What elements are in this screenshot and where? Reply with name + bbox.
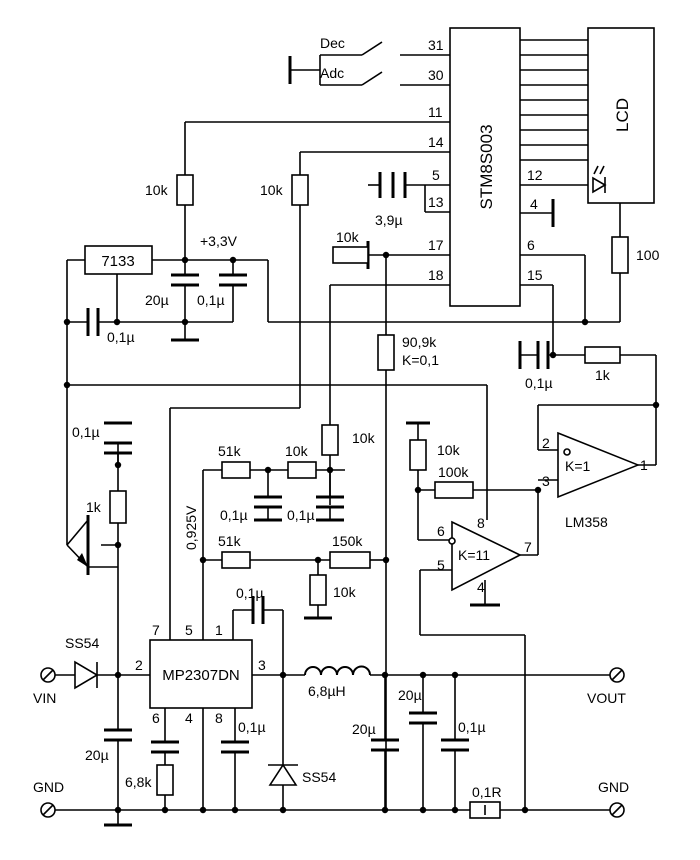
svg-text:20µ: 20µ: [352, 721, 376, 737]
svg-text:0,1µ: 0,1µ: [238, 719, 266, 735]
converter-name: MP2307DN: [162, 667, 240, 684]
svg-text:8: 8: [215, 710, 223, 726]
svg-text:SS54: SS54: [65, 635, 99, 651]
svg-text:0,1µ: 0,1µ: [287, 507, 315, 523]
lcd: LCD: [587, 27, 655, 204]
svg-text:2: 2: [542, 435, 550, 451]
svg-text:6: 6: [437, 523, 445, 539]
svg-text:20µ: 20µ: [398, 687, 422, 703]
svg-text:5: 5: [432, 167, 440, 183]
svg-text:90,9k: 90,9k: [402, 334, 437, 350]
svg-text:5: 5: [185, 622, 193, 638]
svg-text:GND: GND: [33, 779, 64, 795]
svg-text:1: 1: [640, 457, 648, 473]
svg-text:SS54: SS54: [302, 769, 336, 785]
svg-text:3: 3: [258, 657, 266, 673]
opamp-u1-gain: K=1: [565, 458, 591, 474]
opamp-u2-gain: K=11: [458, 547, 490, 563]
svg-text:0,1µ: 0,1µ: [220, 507, 248, 523]
svg-text:17: 17: [428, 237, 444, 253]
svg-text:11: 11: [428, 104, 443, 120]
svg-text:4: 4: [185, 710, 193, 726]
svg-text:0,1µ: 0,1µ: [107, 329, 135, 345]
svg-text:0,1µ: 0,1µ: [458, 719, 486, 735]
svg-text:10k: 10k: [336, 229, 360, 245]
svg-text:1k: 1k: [86, 499, 102, 515]
svg-text:12: 12: [527, 167, 543, 183]
svg-text:10k: 10k: [352, 430, 376, 446]
pin-numbers: 31 30 11 14 5 13 17 18 12 4 6 15 7 5 1 2…: [135, 37, 648, 726]
svg-text:0,925V: 0,925V: [183, 505, 199, 550]
svg-text:5: 5: [437, 557, 445, 573]
ground-symbols: [104, 56, 555, 827]
component-labels: Dec Adc +3,3V 10k 10k 10k 100 3,9µ 20µ 0…: [33, 35, 660, 800]
svg-text:18: 18: [428, 267, 444, 283]
svg-text:0,1µ: 0,1µ: [525, 375, 553, 391]
svg-text:7: 7: [152, 622, 160, 638]
svg-text:8: 8: [477, 515, 485, 531]
svg-text:0,1µ: 0,1µ: [197, 292, 225, 308]
mcu: STM8S003: [449, 27, 521, 307]
svg-text:10k: 10k: [285, 443, 309, 459]
svg-text:30: 30: [428, 67, 444, 83]
svg-text:6: 6: [527, 237, 535, 253]
svg-text:0,1µ: 0,1µ: [236, 585, 264, 601]
opamp-u1: K=1: [557, 431, 641, 499]
svg-text:0,1R: 0,1R: [472, 784, 502, 800]
inductor: [304, 665, 371, 676]
svg-text:15: 15: [527, 267, 543, 283]
button-adc-label: Adc: [320, 65, 344, 81]
svg-text:150k: 150k: [332, 533, 363, 549]
capacitors: [86, 172, 550, 754]
svg-text:10k: 10k: [437, 442, 461, 458]
svg-text:13: 13: [428, 194, 444, 210]
svg-text:7: 7: [524, 539, 532, 555]
mp2307-chip: MP2307DN: [149, 639, 253, 709]
transistor-q1: [77, 515, 90, 575]
svg-text:10k: 10k: [145, 182, 169, 198]
resistors: [109, 174, 629, 819]
svg-text:10k: 10k: [260, 182, 284, 198]
svg-text:51k: 51k: [218, 533, 242, 549]
regulator-7133: 7133: [84, 245, 153, 275]
svg-text:3: 3: [542, 473, 550, 489]
svg-text:4: 4: [530, 196, 538, 212]
svg-text:K=0,1: K=0,1: [402, 352, 439, 368]
svg-text:10k: 10k: [333, 584, 357, 600]
svg-text:1: 1: [215, 622, 223, 638]
svg-text:1k: 1k: [595, 367, 611, 383]
diode-ss54-out: [268, 763, 298, 786]
terminals: [40, 667, 625, 818]
svg-text:51k: 51k: [218, 443, 242, 459]
svg-text:GND: GND: [598, 779, 629, 795]
svg-text:31: 31: [428, 37, 444, 53]
junction-dots: [63, 251, 660, 814]
opamp-u2: K=11: [448, 520, 522, 592]
svg-text:20µ: 20µ: [85, 747, 109, 763]
svg-text:0,1µ: 0,1µ: [72, 424, 100, 440]
svg-text:VOUT: VOUT: [587, 690, 626, 706]
svg-text:2: 2: [135, 657, 143, 673]
led-icon: [592, 165, 607, 194]
svg-text:20µ: 20µ: [145, 292, 169, 308]
mcu-name: STM8S003: [477, 124, 496, 209]
lcd-name: LCD: [613, 98, 632, 132]
svg-text:6,8µH: 6,8µH: [308, 683, 346, 699]
diode-ss54-in: [74, 660, 99, 690]
svg-text:VIN: VIN: [33, 690, 56, 706]
svg-text:6,8k: 6,8k: [125, 774, 152, 790]
svg-text:6: 6: [152, 710, 160, 726]
svg-text:4: 4: [477, 579, 485, 595]
svg-text:100k: 100k: [438, 464, 469, 480]
svg-text:+3,3V: +3,3V: [200, 233, 238, 249]
svg-text:100: 100: [636, 247, 660, 263]
svg-text:3,9µ: 3,9µ: [375, 212, 403, 228]
svg-text:14: 14: [428, 134, 444, 150]
svg-text:LM358: LM358: [565, 514, 608, 530]
button-dec-label: Dec: [320, 35, 345, 51]
regulator-name: 7133: [101, 253, 134, 270]
